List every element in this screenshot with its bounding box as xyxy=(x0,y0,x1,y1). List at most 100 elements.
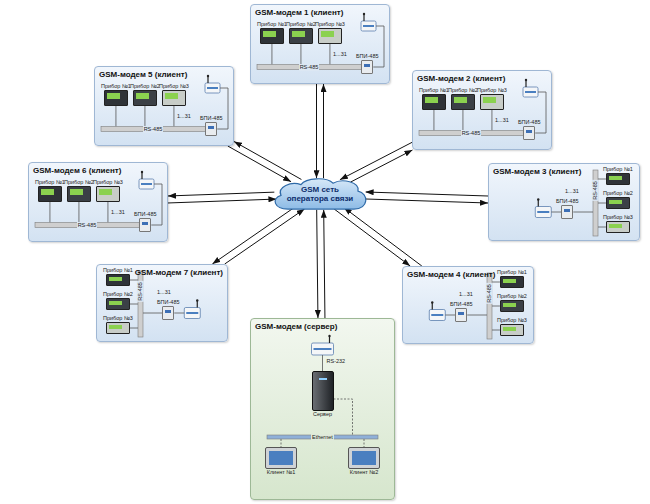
device-icon xyxy=(500,276,524,288)
device-icon xyxy=(606,221,630,233)
bus-bar xyxy=(419,131,523,136)
device-icon xyxy=(133,90,157,106)
wire xyxy=(492,306,500,307)
client-panel: GSM-модем 3 (клиент)Прибор №1Прибор №2Пр… xyxy=(488,163,640,241)
device-icon xyxy=(606,173,630,185)
port-label: RS-232 xyxy=(327,358,346,365)
device-display xyxy=(41,189,54,195)
device-icon xyxy=(500,300,524,312)
device-display xyxy=(292,31,305,37)
device-display xyxy=(503,303,516,307)
bus-label: Ethernet xyxy=(311,434,334,441)
wire xyxy=(573,212,593,213)
bpi-icon xyxy=(361,60,373,74)
interface-unit: БПИ-485 xyxy=(200,115,223,136)
server-unit: Сервер xyxy=(312,371,334,418)
link-arrow xyxy=(212,207,294,264)
device-label: Прибор №3 xyxy=(103,315,133,322)
meter-device: Прибор №2 xyxy=(130,83,160,106)
bus-label: RS-485 xyxy=(486,283,493,304)
device-display xyxy=(321,31,334,37)
bpi-stripe xyxy=(165,310,171,313)
link-arrow xyxy=(324,210,325,318)
device-label: Прибор №3 xyxy=(603,214,633,221)
computer-icon xyxy=(265,447,297,469)
wire xyxy=(445,315,455,316)
wire xyxy=(551,212,561,213)
meter-device: Прибор №2 xyxy=(497,293,527,312)
antenna-tip xyxy=(363,13,365,15)
device-icon xyxy=(480,94,504,110)
device-icon xyxy=(318,28,342,44)
device-label: Прибор №1 xyxy=(35,179,65,186)
device-display xyxy=(454,97,467,103)
server-icon xyxy=(312,371,334,411)
client-panel: GSM-модем 5 (клиент) Прибор №1Прибор №2Пр… xyxy=(94,66,234,146)
modem-stripe xyxy=(314,348,332,350)
device-icon xyxy=(162,90,186,106)
meter-device: Прибор №3 xyxy=(159,83,189,106)
wire xyxy=(334,399,353,435)
panel-title: GSM-модем 5 (клиент) xyxy=(99,70,187,80)
wire xyxy=(322,355,323,371)
computer-icon xyxy=(348,447,380,469)
bpi-stripe xyxy=(208,126,214,129)
antenna-tip xyxy=(328,335,330,337)
modem-stripe xyxy=(525,91,536,93)
device-label: Клиент №2 xyxy=(348,469,380,476)
device-label: Прибор №1 xyxy=(603,166,633,173)
link-arrow xyxy=(228,146,291,182)
wire xyxy=(433,110,434,131)
wire xyxy=(174,313,184,314)
modem-stripe xyxy=(363,25,374,27)
gsm-modem xyxy=(139,179,154,189)
device-display xyxy=(263,31,276,37)
link-arrow xyxy=(366,192,488,196)
interface-unit: БПИ-485 xyxy=(518,119,541,140)
device-display xyxy=(503,327,516,331)
link-arrow xyxy=(364,199,488,203)
client-panel: GSM-модем 7 (клиент)Прибор №1Прибор №2Пр… xyxy=(96,264,228,342)
bus-label: RS-485 xyxy=(299,64,320,71)
link-arrow xyxy=(168,199,276,203)
panel-title: GSM-модем 1 (клиент) xyxy=(255,8,343,18)
panel-title: GSM-модем 4 (клиент) xyxy=(407,270,495,280)
device-icon xyxy=(260,28,284,44)
modem-stripe xyxy=(207,87,218,89)
client-panel: GSM-модем 6 (клиент)Прибор №1Прибор №2Пр… xyxy=(28,162,168,242)
address-range: 1...31 xyxy=(157,289,171,296)
antenna-tip xyxy=(431,301,433,303)
bus-label: RS-485 xyxy=(461,130,482,137)
device-label: Сервер xyxy=(312,411,334,418)
device-label: Прибор №2 xyxy=(130,83,160,90)
wire xyxy=(598,203,606,204)
server-panel: GSM-модем (сервер)СерверКлиент №1Клиент … xyxy=(250,318,395,500)
cloud-label: GSM сеть оператора связи xyxy=(270,176,370,212)
panel-title: GSM-модем (сервер) xyxy=(255,322,337,332)
meter-device: Прибор №2 xyxy=(103,291,133,310)
computer-screen xyxy=(352,451,376,465)
link-arrow xyxy=(334,209,410,266)
device-icon xyxy=(106,274,130,286)
interface-unit: БПИ-485 xyxy=(556,198,579,219)
wire xyxy=(492,330,500,331)
device-icon xyxy=(38,186,62,202)
device-icon xyxy=(606,197,630,209)
device-icon xyxy=(104,90,128,106)
wire xyxy=(115,106,116,127)
panel-title: GSM-модем 2 (клиент) xyxy=(417,74,505,84)
link-arrow xyxy=(350,150,412,182)
wire xyxy=(173,106,174,127)
meter-device: Прибор №2 xyxy=(603,190,633,209)
device-label: Прибор №1 xyxy=(101,83,131,90)
bus-bar xyxy=(101,127,205,132)
panel-title: GSM-модем 6 (клиент) xyxy=(33,166,121,176)
device-display xyxy=(109,325,122,329)
bus-label: RS-485 xyxy=(592,180,599,201)
device-display xyxy=(425,97,438,103)
bpi-stripe xyxy=(458,312,464,315)
panel-title: GSM-модем 7 (клиент) xyxy=(135,268,223,278)
bpi-icon xyxy=(162,306,174,320)
